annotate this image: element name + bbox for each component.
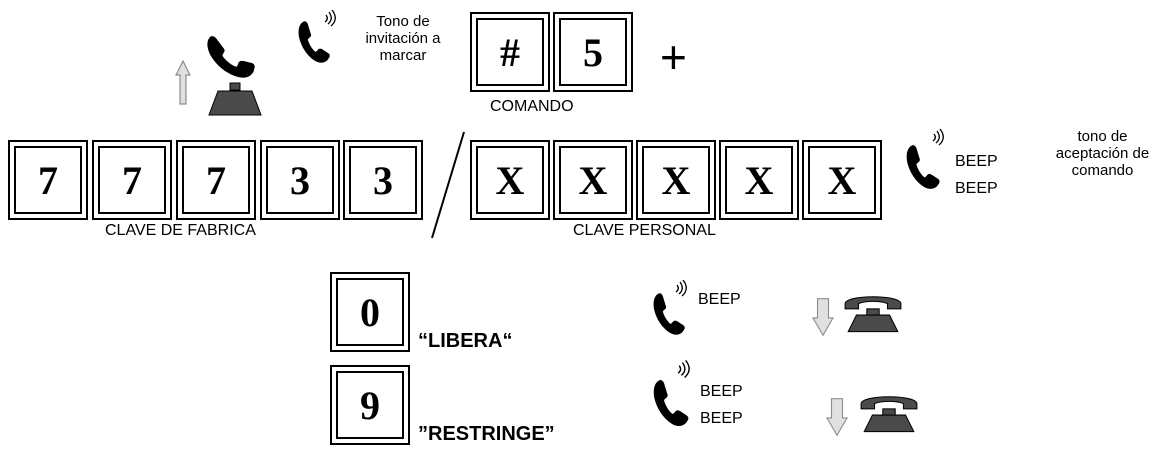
- factory-label: CLAVE DE FABRICA: [105, 222, 256, 239]
- personal-key[interactable]: X: [636, 140, 716, 220]
- phone-off-hook-icon: [204, 25, 262, 116]
- handset-ringing-icon: [298, 10, 336, 63]
- factory-key[interactable]: 3: [260, 140, 340, 220]
- handset-ringing-icon: [906, 128, 944, 189]
- beep-text: BEEP: [955, 153, 998, 170]
- beep-text: BEEP: [700, 410, 743, 427]
- phone-on-hook-icon: [844, 296, 902, 333]
- key-hash[interactable]: #: [470, 12, 550, 92]
- handset-ringing-icon: [653, 360, 690, 427]
- down-arrow-icon: [826, 398, 848, 436]
- factory-key[interactable]: 7: [176, 140, 256, 220]
- key-5[interactable]: 5: [553, 12, 633, 92]
- personal-key[interactable]: X: [470, 140, 550, 220]
- handset-ringing-icon: [653, 280, 687, 335]
- key-0[interactable]: 0: [330, 272, 410, 352]
- comando-label: COMANDO: [490, 98, 574, 115]
- factory-key[interactable]: 7: [8, 140, 88, 220]
- personal-key[interactable]: X: [553, 140, 633, 220]
- personal-key[interactable]: X: [802, 140, 882, 220]
- up-arrow-icon: [175, 59, 191, 105]
- plus-sign: +: [660, 31, 687, 83]
- phone-on-hook-icon: [860, 396, 918, 433]
- dial-tone-text: Tono de invitación a marcar: [365, 13, 441, 64]
- factory-key[interactable]: 7: [92, 140, 172, 220]
- beep-text: BEEP: [698, 291, 741, 308]
- slash-separator: [431, 131, 465, 239]
- personal-key[interactable]: X: [719, 140, 799, 220]
- beep-text: BEEP: [700, 383, 743, 400]
- down-arrow-icon: [812, 298, 834, 336]
- restringe-label: ”RESTRINGE”: [418, 423, 555, 445]
- key-9[interactable]: 9: [330, 365, 410, 445]
- personal-label: CLAVE PERSONAL: [573, 222, 716, 239]
- libera-label: “LIBERA“: [418, 330, 513, 352]
- factory-key[interactable]: 3: [343, 140, 423, 220]
- accept-tone-text: tono de aceptación de comando: [1055, 128, 1150, 179]
- beep-text: BEEP: [955, 180, 998, 197]
